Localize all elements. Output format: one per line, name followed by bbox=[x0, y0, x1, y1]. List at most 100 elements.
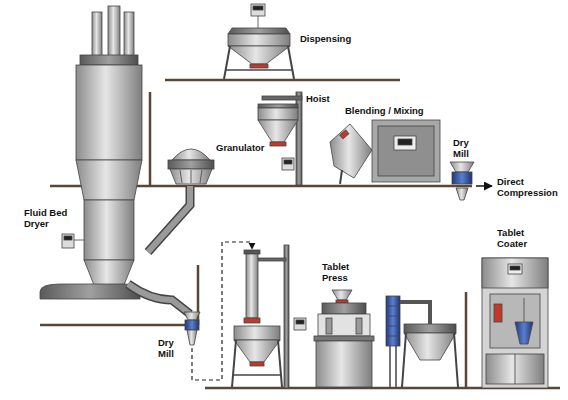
equipment-label: Tablet Coater bbox=[497, 228, 527, 250]
granulator-duct bbox=[148, 186, 190, 252]
hoist bbox=[234, 340, 280, 362]
hoist bbox=[262, 96, 302, 100]
hoist bbox=[284, 245, 289, 388]
tablet-coater bbox=[486, 354, 544, 384]
tablet-press bbox=[314, 336, 374, 341]
dryer-duct bbox=[128, 284, 190, 314]
dust-collector bbox=[386, 326, 400, 327]
dispensing-hopper bbox=[250, 64, 268, 68]
hoist bbox=[258, 108, 298, 120]
dispensing-hopper bbox=[288, 46, 294, 79]
dryer-duct bbox=[128, 284, 190, 314]
floor-lines bbox=[40, 324, 198, 327]
dispensing-hopper bbox=[251, 4, 265, 16]
tablet-coater bbox=[515, 354, 516, 384]
hoist bbox=[250, 362, 264, 366]
fluid-bed-dryer bbox=[64, 236, 72, 240]
granulator bbox=[170, 169, 212, 184]
hoist bbox=[294, 318, 306, 330]
equipment-label: Tablet Press bbox=[322, 262, 349, 284]
granulator bbox=[168, 149, 214, 184]
tablet-press bbox=[316, 341, 372, 387]
blender bbox=[340, 170, 342, 184]
fluid-bed-dryer bbox=[80, 55, 138, 65]
dust-collector bbox=[386, 306, 400, 307]
fluid-bed-dryer bbox=[84, 200, 134, 260]
granulator bbox=[191, 170, 192, 183]
floor-lines bbox=[149, 92, 152, 186]
dry-mill bbox=[456, 188, 468, 200]
hoist bbox=[278, 340, 282, 387]
equipment-label: Fluid Bed Dryer bbox=[24, 208, 72, 230]
tablet-coater bbox=[515, 322, 533, 344]
tablet-press bbox=[356, 318, 362, 334]
blender bbox=[330, 120, 440, 184]
fluid-bed-dryer bbox=[92, 12, 102, 57]
hoist bbox=[232, 245, 306, 388]
fluid-bed-dryer bbox=[40, 284, 140, 299]
hoist bbox=[258, 258, 286, 261]
tablet-coater bbox=[508, 264, 522, 274]
granulator-duct bbox=[148, 186, 190, 252]
blender bbox=[372, 120, 440, 182]
dry-mill bbox=[452, 172, 472, 184]
dispensing-hopper bbox=[253, 6, 263, 10]
dispensing-hopper bbox=[224, 4, 294, 79]
fluid-bed-dryer bbox=[40, 6, 142, 299]
hoist bbox=[258, 92, 302, 185]
dispensing-hopper bbox=[228, 46, 290, 64]
equipment-label: Dry Mill bbox=[453, 138, 469, 160]
dust-collector bbox=[404, 333, 456, 360]
dry-mill bbox=[184, 312, 200, 320]
hoist bbox=[244, 318, 260, 323]
blender bbox=[378, 126, 434, 176]
tablet-coater bbox=[482, 258, 548, 388]
dust-collector bbox=[402, 333, 406, 387]
tablet-coater bbox=[524, 298, 525, 322]
fluid-bed-dryer bbox=[108, 6, 120, 57]
equipment-label: Dispensing bbox=[300, 34, 351, 45]
tablet-press bbox=[332, 290, 352, 300]
dispensing-hopper bbox=[258, 16, 259, 28]
blender bbox=[398, 139, 412, 145]
blender bbox=[340, 130, 349, 139]
hoist bbox=[246, 254, 258, 318]
equipment-label: Granulator bbox=[216, 143, 265, 154]
hoist bbox=[232, 340, 236, 387]
dispensing-hopper bbox=[228, 34, 290, 46]
tablet-press bbox=[326, 318, 332, 334]
equipment-label: Hoist bbox=[306, 94, 330, 105]
dry-mill bbox=[184, 312, 200, 345]
granulator bbox=[168, 160, 214, 169]
dust-collector bbox=[404, 324, 456, 333]
dust-collector bbox=[386, 336, 400, 337]
hoist bbox=[258, 104, 298, 108]
hoist bbox=[234, 374, 280, 376]
dust-collector bbox=[400, 302, 430, 324]
dry-mill bbox=[450, 162, 474, 200]
tablet-coater bbox=[490, 294, 540, 348]
hoist bbox=[234, 326, 280, 340]
tablet-coater bbox=[510, 266, 520, 270]
equipment-label: Dry Mill bbox=[158, 338, 174, 360]
tablet-press bbox=[318, 314, 370, 336]
tablet-coater bbox=[482, 258, 548, 388]
hoist bbox=[244, 250, 260, 254]
fluid-bed-dryer bbox=[124, 12, 134, 57]
hoist bbox=[258, 120, 298, 142]
blender bbox=[394, 136, 416, 150]
dust-collector bbox=[454, 333, 458, 387]
fluid-bed-dryer bbox=[76, 65, 142, 160]
dust-collector bbox=[395, 346, 397, 387]
dispensing-hopper bbox=[228, 28, 290, 34]
granulator bbox=[180, 170, 182, 183]
equipment-label: Direct Compression bbox=[497, 177, 558, 199]
tablet-press bbox=[322, 303, 366, 314]
equipment-label: Blending / Mixing bbox=[345, 106, 424, 117]
tablet-coater bbox=[482, 258, 548, 288]
hoist bbox=[282, 158, 294, 170]
hoist bbox=[296, 320, 304, 324]
granulator bbox=[172, 149, 210, 160]
